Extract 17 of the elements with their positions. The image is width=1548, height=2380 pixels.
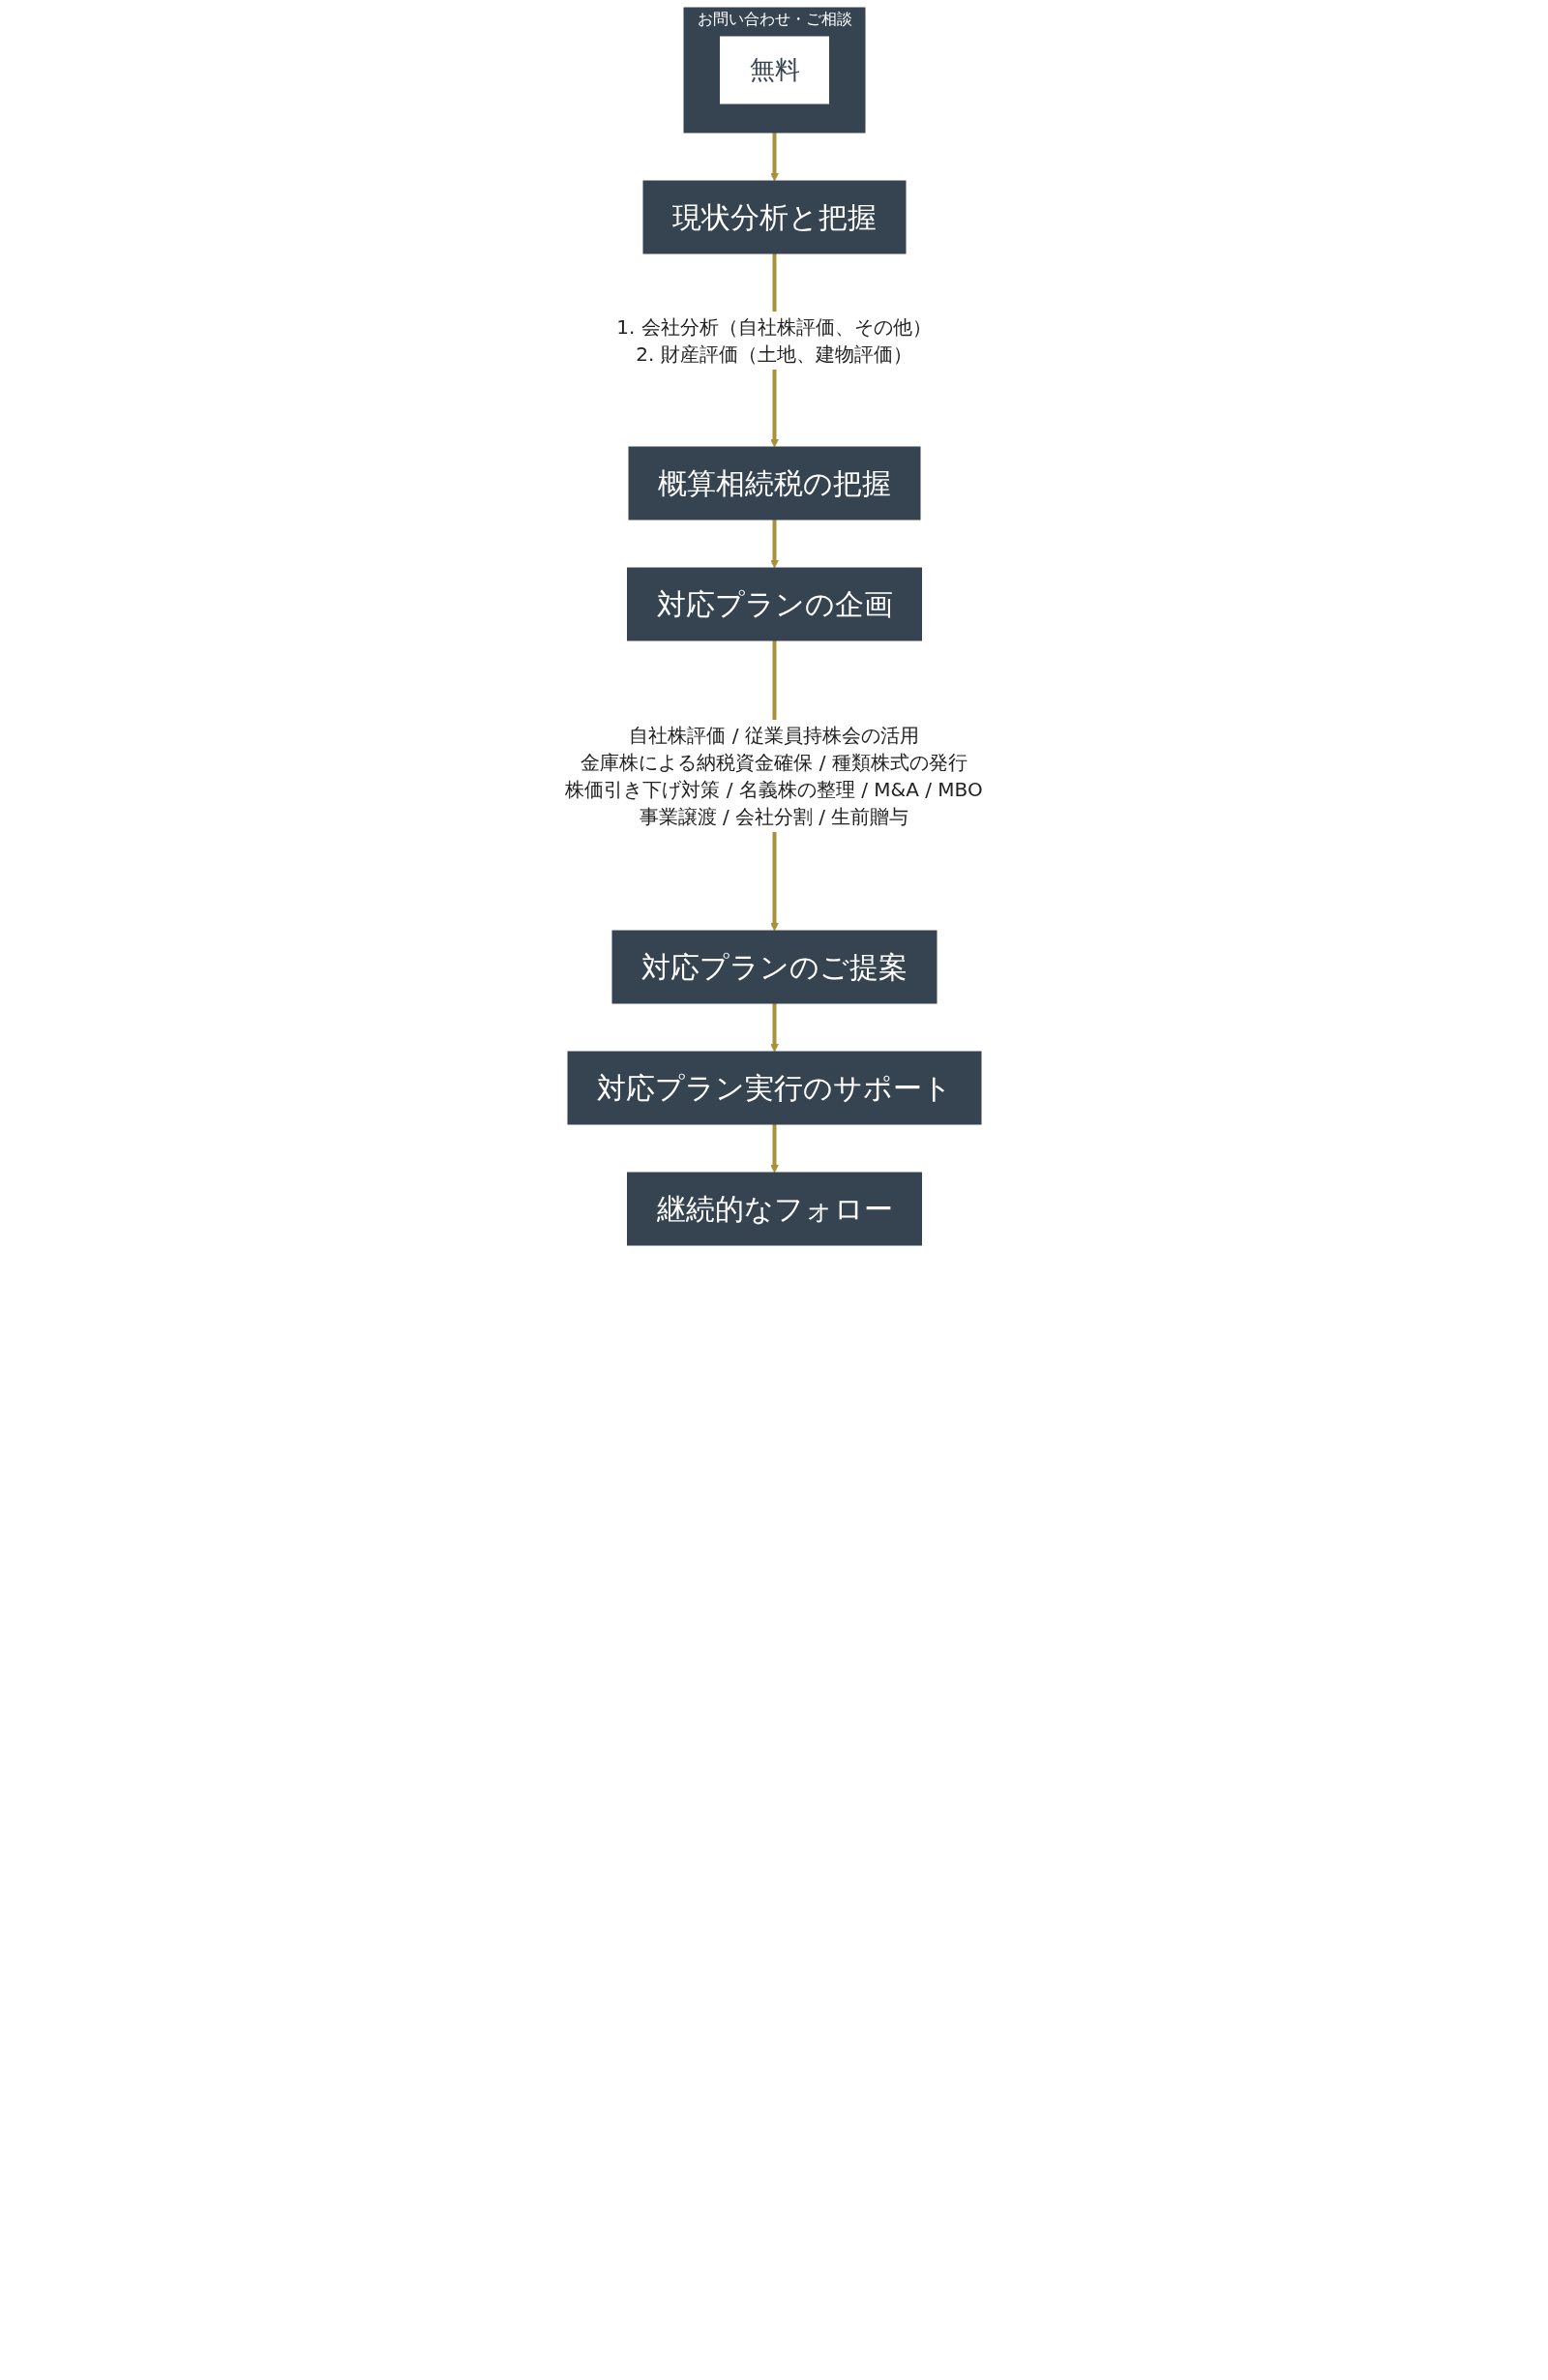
note-text: 金庫株による納税資金確保 / 種類株式の発行 — [580, 750, 968, 776]
note-text: 株価引き下げ対策 / 名義株の整理 / M&A / MBO — [565, 777, 983, 803]
node-box: 対応プラン実行のサポート — [567, 1051, 981, 1125]
node-box: 対応プランの企画 — [626, 567, 922, 641]
arrow — [769, 133, 779, 182]
node-box: 概算相続税の把握 — [628, 446, 920, 521]
note-text: 事業譲渡 / 会社分割 / 生前贈与 — [638, 804, 910, 830]
node-box: 無料 — [719, 36, 829, 104]
arrow — [769, 1124, 779, 1174]
note-text: 自社株評価 / 従業員持株会の活用 — [628, 723, 920, 749]
node-box: 継続的なフォロー — [626, 1172, 922, 1246]
note-text: 2. 財産評価（土地、建物評価） — [635, 342, 913, 368]
arrow — [769, 520, 779, 569]
note-text: 1. 会社分析（自社株評価、その他） — [616, 314, 932, 341]
arrow — [769, 1003, 779, 1053]
node-box: 現状分析と把握 — [642, 180, 906, 254]
node-box: 対応プランのご提案 — [611, 930, 937, 1004]
